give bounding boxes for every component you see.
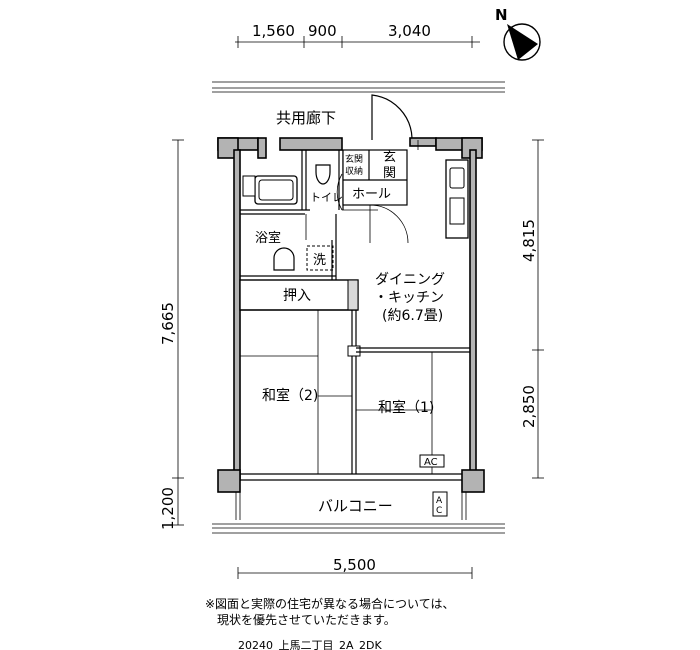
dim-top-1: 1,560 xyxy=(252,22,295,40)
dim-left-main: 7,665 xyxy=(159,302,177,345)
genkan-storage-label-2: 収納 xyxy=(345,165,363,177)
ac-balcony-label-2: C xyxy=(436,506,442,516)
ac-room-label: AC xyxy=(424,457,438,468)
dim-right-lower: 2,850 xyxy=(520,385,538,428)
note-line-2: 現状を優先させていただきます。 xyxy=(217,613,396,627)
compass-label: N xyxy=(495,6,508,24)
dining-label-3: (約6.7畳) xyxy=(382,308,443,324)
hall-label: ホール xyxy=(352,187,391,202)
dining-label-1: ダイニング xyxy=(375,272,445,288)
ac-unit-room: AC xyxy=(419,454,445,468)
footnote: ※図面と実際の住宅が異なる場合については、 現状を優先させていただきます。 20… xyxy=(205,596,454,650)
interior-walls xyxy=(239,149,470,474)
bottom-dimension: 5,500 xyxy=(237,556,473,579)
balcony-label: バルコニー xyxy=(318,497,393,515)
genkan-label-1: 玄 xyxy=(383,150,396,165)
dim-left-balcony: 1,200 xyxy=(159,487,177,530)
note-line-1: ※図面と実際の住宅が異なる場合については、 xyxy=(205,596,454,611)
closet-label: 押入 xyxy=(283,288,311,304)
dim-top-3: 3,040 xyxy=(388,22,431,40)
ac-balcony-label-1: A xyxy=(436,496,443,506)
ac-unit-balcony: A C xyxy=(432,491,448,517)
washitsu1-label: 和室（1) xyxy=(378,399,434,416)
bath-label: 浴室 xyxy=(255,230,281,246)
north-compass: N xyxy=(495,6,541,61)
genkan-storage-label-1: 玄関 xyxy=(345,153,363,165)
balcony: バルコニー A C xyxy=(212,491,505,534)
compass-needle-icon xyxy=(507,24,538,60)
plan-code: 20240_上馬二丁目_2A_2DK xyxy=(238,639,382,650)
corridor-label: 共用廊下 xyxy=(276,109,336,127)
dim-bottom: 5,500 xyxy=(333,556,376,574)
right-dimensions: 4,815 2,850 xyxy=(520,139,544,479)
washitsu2-label: 和室（2) xyxy=(262,387,318,404)
room-labels: 玄関 収納 玄 関 トイレ ホール 浴室 洗 ダイニング ・キッチン (約6.7… xyxy=(255,150,445,468)
left-dimensions: 7,665 1,200 xyxy=(159,139,184,530)
toilet-label: トイレ xyxy=(310,191,343,204)
dining-label-2: ・キッチン xyxy=(374,290,444,306)
corridor-band: 共用廊下 xyxy=(212,81,505,127)
walls xyxy=(217,137,485,493)
doors xyxy=(242,94,469,271)
top-dimensions: 1,560 900 3,040 xyxy=(235,22,480,48)
washer-label: 洗 xyxy=(313,253,326,268)
dim-right-upper: 4,815 xyxy=(520,219,538,262)
dim-top-2: 900 xyxy=(308,22,337,40)
genkan-label-2: 関 xyxy=(383,166,396,181)
